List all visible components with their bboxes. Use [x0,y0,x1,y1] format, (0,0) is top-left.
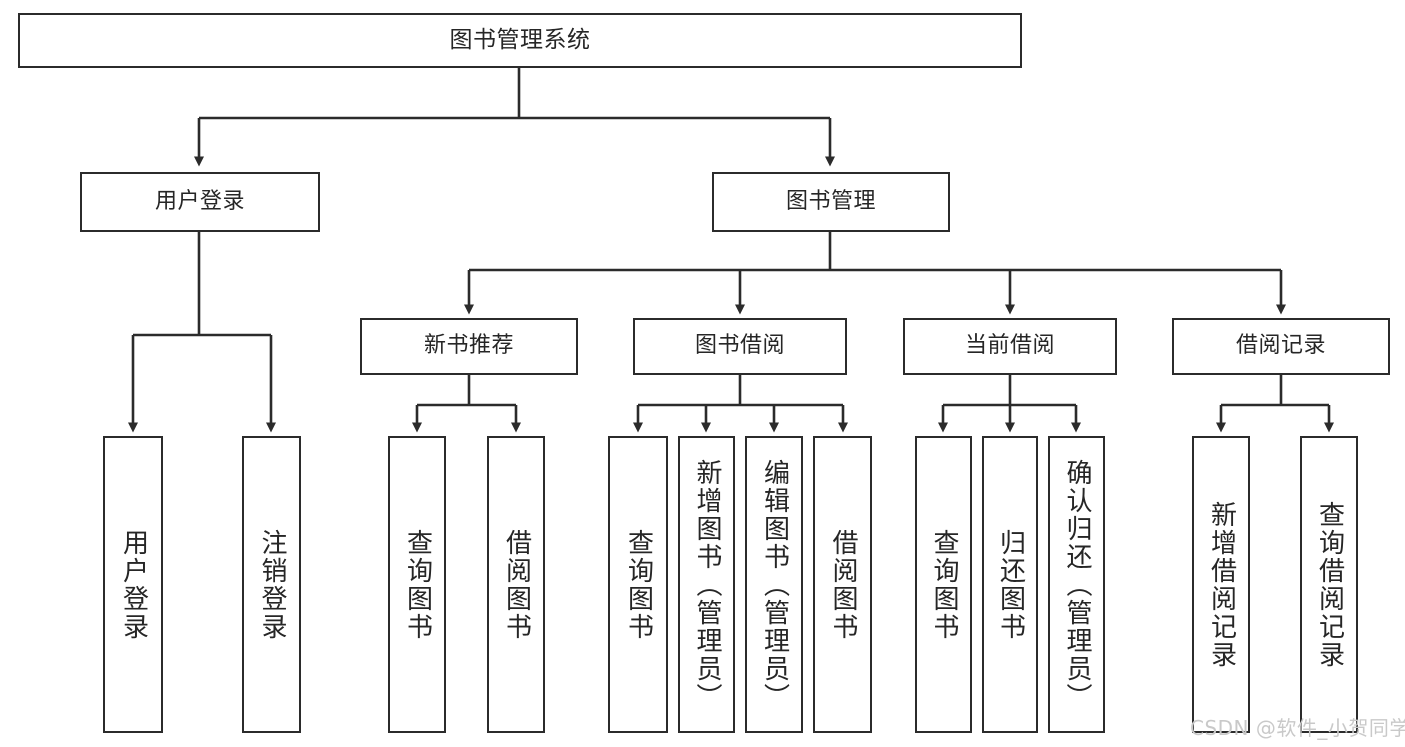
node-user-login[interactable]: 用户登录 [80,172,320,232]
node-book-borrowing[interactable]: 图书借阅 [633,318,847,375]
leaf-query-book-newbook[interactable]: 查询图书 [388,436,446,733]
node-label: 查询图书 [623,528,654,641]
node-label: 图书管理 [785,188,876,214]
node-label: 确认归还（管理员） [1062,458,1093,711]
leaf-borrow-book-borrow[interactable]: 借阅图书 [813,436,872,733]
node-book-management-system[interactable]: 图书管理系统 [18,13,1022,68]
node-label: 编辑图书（管理员） [759,458,790,711]
node-label: 新增图书（管理员） [692,458,723,711]
node-label: 图书管理系统 [449,26,591,53]
leaf-query-book-borrow[interactable]: 查询图书 [608,436,668,733]
leaf-return-book[interactable]: 归还图书 [982,436,1038,733]
node-label: 当前借阅 [964,333,1055,359]
node-label: 新增借阅记录 [1206,500,1237,669]
node-label: 图书借阅 [694,333,785,359]
node-label: 用户登录 [154,188,245,214]
leaf-user-login[interactable]: 用户登录 [103,436,163,733]
node-borrowing-records[interactable]: 借阅记录 [1172,318,1390,375]
leaf-edit-book-admin[interactable]: 编辑图书（管理员） [745,436,803,733]
node-label: 新书推荐 [423,333,514,359]
leaf-confirm-return-admin[interactable]: 确认归还（管理员） [1048,436,1105,733]
node-book-management[interactable]: 图书管理 [712,172,950,232]
leaf-query-book-current[interactable]: 查询图书 [915,436,972,733]
node-label: 归还图书 [995,528,1026,641]
node-label: 查询借阅记录 [1314,500,1345,669]
node-label: 查询图书 [929,528,960,641]
node-label: 查询图书 [402,528,433,641]
leaf-query-borrow-record[interactable]: 查询借阅记录 [1300,436,1358,733]
leaf-borrow-book-newbook[interactable]: 借阅图书 [487,436,545,733]
node-label: 借阅记录 [1235,333,1326,359]
node-label: 借阅图书 [828,528,859,641]
leaf-logout[interactable]: 注销登录 [242,436,301,733]
node-current-borrowing[interactable]: 当前借阅 [903,318,1117,375]
node-label: 用户登录 [118,528,149,641]
node-label: 借阅图书 [501,528,532,641]
node-label: 注销登录 [257,528,288,641]
node-new-book-recommendation[interactable]: 新书推荐 [360,318,578,375]
leaf-add-book-admin[interactable]: 新增图书（管理员） [678,436,735,733]
leaf-add-borrow-record[interactable]: 新增借阅记录 [1192,436,1250,733]
